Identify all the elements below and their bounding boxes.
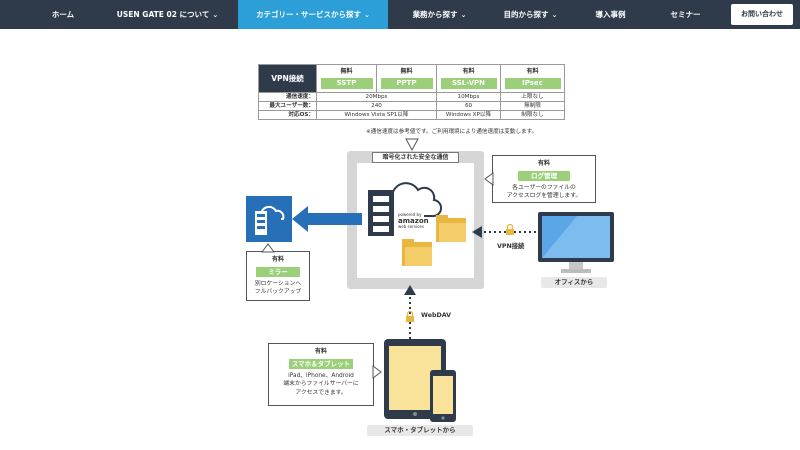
plan-name-tag: PPTP <box>380 78 433 89</box>
webdav-label: WebDAV <box>421 312 452 319</box>
table-note: ※通信速度は参考値です。ご利用環境により通信速度は変動します。 <box>366 129 538 135</box>
pointer-left-icon <box>484 172 494 186</box>
desktop-monitor-icon <box>538 212 614 273</box>
top-nav: ホーム USEN GATE 02 について⌄ カテゴリー・サービスから探す⌄ 業… <box>0 0 800 29</box>
row-label: 対応OS： <box>258 110 317 120</box>
mobile-fee: 有料 <box>314 348 327 355</box>
backup-arrow-icon <box>292 206 362 232</box>
table-row: 最大ユーザー数： 240 60 無制限 <box>258 101 565 111</box>
plan-name-tag: SSL-VPN <box>440 78 497 89</box>
aws-brand: amazon <box>398 216 429 225</box>
row-value: 240 <box>316 101 437 111</box>
nav-item-home[interactable]: ホーム <box>38 0 88 29</box>
aws-powered: powered by <box>398 212 422 217</box>
plan-name-tag: SSTP <box>320 78 373 89</box>
nav-label: ホーム <box>51 10 75 19</box>
aws-logo: powered by amazon web services <box>398 212 429 229</box>
log-fee: 有料 <box>537 160 550 167</box>
nav-label: 導入事例 <box>595 10 626 19</box>
plan-fee: 無料 <box>400 68 413 75</box>
mobile-caption: スマホ・タブレットから <box>367 425 473 436</box>
encrypted-title: 暗号化された安全な通信 <box>372 152 459 163</box>
nav-item-seminar[interactable]: セミナー <box>663 0 708 29</box>
row-value: Windows Vista SP1以降 <box>316 110 437 120</box>
mirror-box: 有料 ミラー 別ロケーションへ フルバックアップ <box>246 251 310 301</box>
pointer-right-icon <box>372 365 382 379</box>
table-row: 通信速度： 20Mbps 10Mbps 上限なし <box>258 92 565 102</box>
nav-label: カテゴリー・サービスから探す <box>256 10 362 19</box>
chevron-down-icon: ⌄ <box>551 11 558 19</box>
chevron-down-icon: ⌄ <box>460 11 467 19</box>
nav-label: 業務から探す <box>412 10 458 19</box>
nav-item-category[interactable]: カテゴリー・サービスから探す⌄ <box>238 0 388 29</box>
contact-button[interactable]: お問い合わせ <box>731 4 793 25</box>
tablet-phone-icon <box>384 339 456 422</box>
cloud-server-icon <box>368 182 466 266</box>
plan-fee: 有料 <box>462 68 475 75</box>
lock-icon <box>406 311 414 322</box>
row-value: 10Mbps <box>436 92 501 102</box>
row-value: Windows XP以降 <box>436 110 501 120</box>
plan-name-tag: IPsec <box>504 78 561 89</box>
plan-fee: 無料 <box>340 68 353 75</box>
nav-item-purpose[interactable]: 目的から探す⌄ <box>493 0 568 29</box>
row-value: 60 <box>436 101 501 111</box>
nav-label: USEN GATE 02 について <box>116 10 210 19</box>
chevron-down-icon: ⌄ <box>212 11 219 19</box>
nav-label: 目的から探す <box>503 10 549 19</box>
log-tag: ログ管理 <box>518 170 570 181</box>
mirror-line: フルバックアップ <box>254 289 302 295</box>
office-caption: オフィスから <box>541 277 607 288</box>
row-value: 20Mbps <box>316 92 437 102</box>
log-line: アクセスログを管理します。 <box>506 193 582 199</box>
plan-cell-sstp: 無料 SSTP <box>316 64 377 93</box>
mirror-tag: ミラー <box>256 266 300 277</box>
row-value: 無制限 <box>500 101 565 111</box>
mirror-fee: 有料 <box>271 256 284 263</box>
vpn-table: VPN接続 無料 SSTP 無料 PPTP 有料 SSL-VPN 有料 IPse… <box>258 64 565 120</box>
mobile-line: アクセスできます。 <box>295 389 347 396</box>
plan-cell-sslvpn: 有料 SSL-VPN <box>436 64 501 93</box>
row-label: 最大ユーザー数： <box>258 101 317 111</box>
nav-item-about[interactable]: USEN GATE 02 について⌄ <box>110 0 225 29</box>
mobile-box: 有料 スマホ＆タブレット iPad、iPhone、Android 端末からファイ… <box>268 343 374 406</box>
mobile-line: 端末からファイルサーバーに <box>283 381 359 387</box>
aws-sub: web services <box>398 223 424 229</box>
vpn-label: VPN接続 <box>497 243 525 250</box>
plan-fee: 有料 <box>526 68 539 75</box>
table-row: 対応OS： Windows Vista SP1以降 Windows XP以降 制… <box>258 110 565 120</box>
row-value: 上限なし <box>500 92 565 102</box>
log-box: 有料 ログ管理 各ユーザーのファイルの アクセスログを管理します。 <box>492 155 596 203</box>
nav-item-business[interactable]: 業務から探す⌄ <box>402 0 477 29</box>
lock-icon <box>506 224 514 235</box>
row-label: 通信速度： <box>258 92 317 102</box>
log-line: 各ユーザーのファイルの <box>512 184 576 191</box>
pointer-triangle-icon <box>405 138 419 152</box>
vpn-table-header: VPN接続 <box>258 64 317 93</box>
nav-item-cases[interactable]: 導入事例 <box>588 0 633 29</box>
pointer-up-icon <box>261 243 275 253</box>
nav-label: セミナー <box>670 10 701 19</box>
mobile-line: iPad、iPhone、Android <box>288 372 354 379</box>
mirror-server-icon <box>246 196 292 242</box>
plan-cell-pptp: 無料 PPTP <box>376 64 437 93</box>
mirror-line: 別ロケーションへ <box>254 280 302 287</box>
chevron-down-icon: ⌄ <box>364 11 370 19</box>
row-value: 制限なし <box>500 110 565 120</box>
webdav-connection-line <box>404 285 416 342</box>
plan-cell-ipsec: 有料 IPsec <box>500 64 565 93</box>
mobile-tag: スマホ＆タブレット <box>289 358 353 369</box>
